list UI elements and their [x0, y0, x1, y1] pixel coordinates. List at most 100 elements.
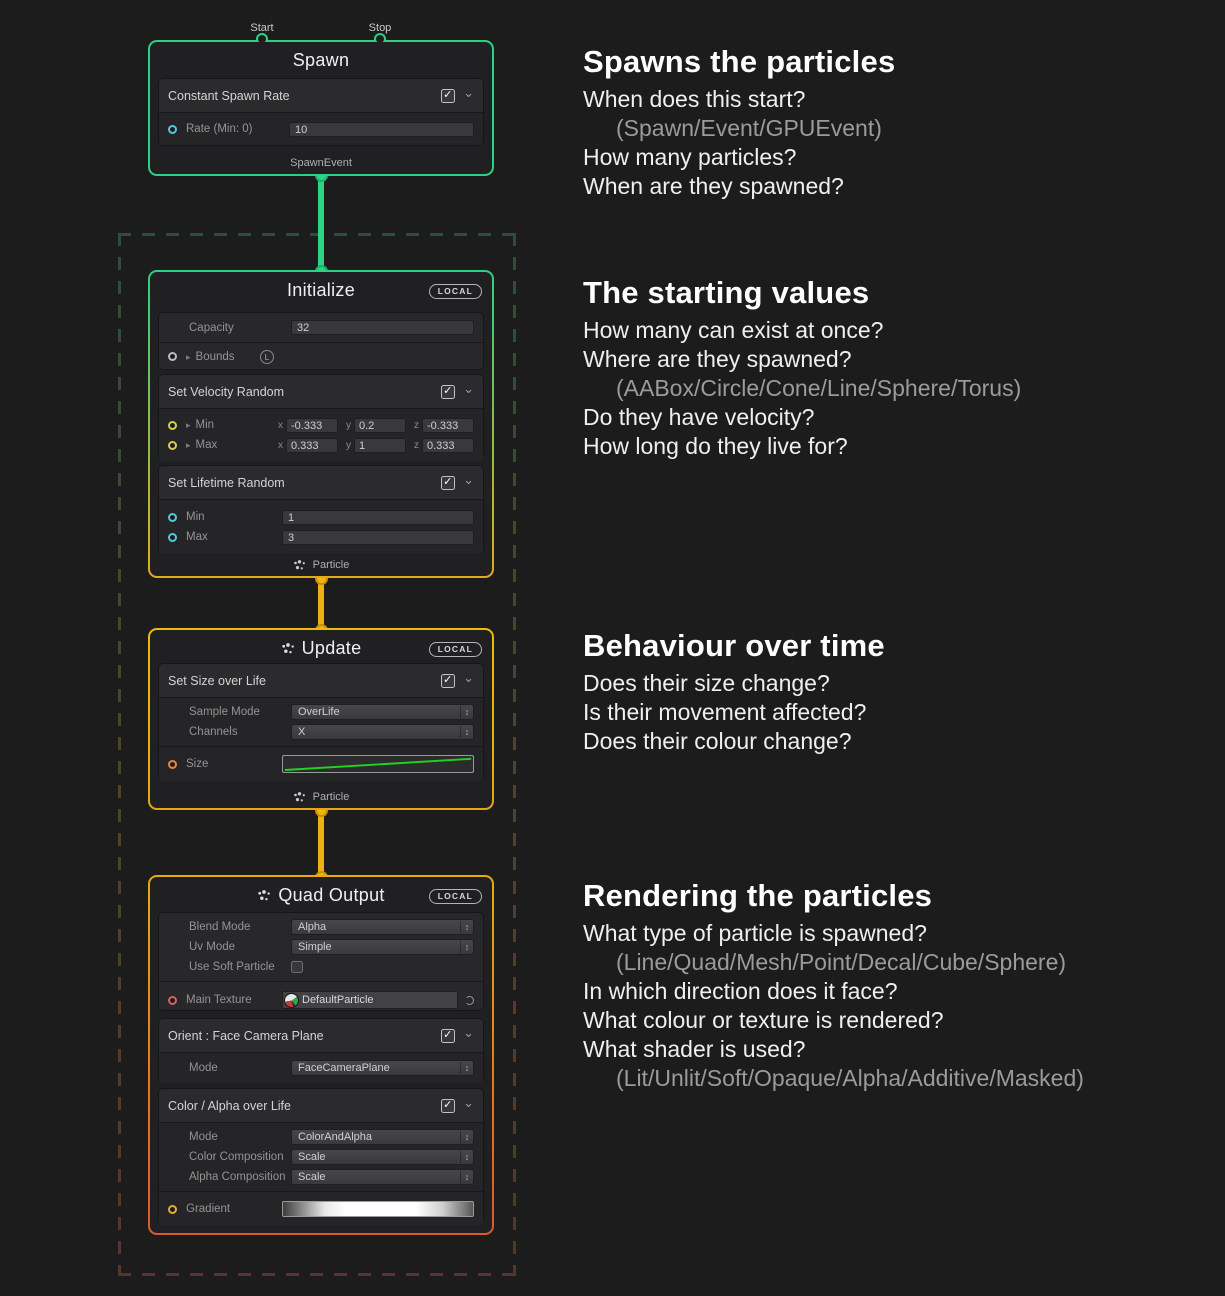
max-input-port[interactable]	[168, 532, 177, 542]
channels-dropdown[interactable]: X	[291, 724, 474, 740]
min-y-field[interactable]: 0.2	[354, 417, 406, 433]
gradient-input-port[interactable]	[168, 1204, 177, 1214]
uv-mode-dropdown[interactable]: Simple	[291, 939, 474, 955]
edge-initialize-to-update[interactable]	[318, 578, 324, 631]
color-alpha-over-life-block[interactable]: Color / Alpha over Life Mode ColorAndAlp…	[158, 1088, 484, 1226]
min-label[interactable]: Min	[186, 419, 242, 431]
blend-mode-dropdown[interactable]: Alpha	[291, 919, 474, 935]
main-texture-input-port[interactable]	[168, 995, 177, 1005]
annotation-line: What colour or texture is rendered?	[583, 1007, 944, 1033]
annotation-title: Spawns the particles	[583, 44, 896, 79]
object-picker-icon[interactable]	[465, 995, 474, 1005]
use-soft-particle-row: Use Soft Particle	[159, 957, 483, 977]
enabled-checkbox[interactable]	[441, 88, 456, 103]
lifetime-min-field[interactable]: 1	[282, 509, 474, 525]
constant-spawn-rate-block[interactable]: Constant Spawn Rate Rate (Min: 0) 10	[158, 78, 484, 146]
min-z-field[interactable]: -0.333	[422, 417, 474, 433]
enabled-checkbox[interactable]	[441, 1098, 456, 1113]
chevron-down-icon[interactable]	[463, 680, 474, 682]
capacity-row: Capacity 32	[159, 313, 483, 342]
min-input-port[interactable]	[168, 512, 177, 522]
block-title: Set Lifetime Random	[168, 475, 285, 490]
velocity-min-row: Min x -0.333 y 0.2 z -0.333	[159, 415, 483, 435]
alpha-composition-row: Alpha Composition Scale	[159, 1167, 483, 1187]
min-x-field[interactable]: -0.333	[286, 417, 338, 433]
annotation-line: How many particles?	[583, 144, 797, 170]
update-context-node[interactable]: Update LOCAL Set Size over Life Sample M…	[148, 628, 494, 810]
max-label[interactable]: Max	[186, 439, 242, 451]
gradient-label: Gradient	[186, 1203, 231, 1215]
color-composition-row: Color Composition Scale	[159, 1147, 483, 1167]
bounds-input-port[interactable]	[168, 352, 177, 361]
size-curve-field[interactable]	[282, 755, 474, 773]
alpha-composition-dropdown[interactable]: Scale	[291, 1169, 474, 1185]
lifetime-max-field[interactable]: 3	[282, 529, 474, 545]
color-composition-label: Color Composition	[189, 1151, 284, 1163]
chevron-down-icon[interactable]	[463, 482, 474, 484]
capacity-value-field[interactable]: 32	[291, 320, 474, 335]
chevron-down-icon[interactable]	[463, 1035, 474, 1037]
rate-row: Rate (Min: 0) 10	[159, 113, 483, 145]
local-badge: LOCAL	[428, 642, 482, 657]
use-soft-particle-checkbox[interactable]	[291, 961, 303, 973]
chevron-down-icon[interactable]	[463, 95, 474, 97]
enabled-checkbox[interactable]	[441, 1028, 456, 1043]
enabled-checkbox[interactable]	[441, 384, 456, 399]
bounds-label[interactable]: Bounds	[186, 351, 260, 363]
dropdown-arrow-icon	[460, 1062, 473, 1074]
gradient-field[interactable]	[282, 1201, 474, 1217]
annotation-line: How long do they live for?	[583, 433, 848, 459]
enabled-checkbox[interactable]	[441, 475, 456, 490]
color-mode-dropdown[interactable]: ColorAndAlpha	[291, 1129, 474, 1145]
annotation-rendering: Rendering the particles What type of par…	[583, 878, 1183, 1093]
initialize-context-node[interactable]: Initialize LOCAL Capacity 32 Bounds L Se…	[148, 270, 494, 578]
orient-block[interactable]: Orient : Face Camera Plane Mode FaceCame…	[158, 1018, 484, 1083]
annotation-line: When are they spawned?	[583, 173, 844, 199]
size-input-port[interactable]	[168, 759, 177, 769]
orient-mode-dropdown[interactable]: FaceCameraPlane	[291, 1060, 474, 1076]
max-y-field[interactable]: 1	[354, 437, 406, 453]
annotation-line: Does their size change?	[583, 670, 830, 696]
lifetime-max-row: Max 3	[159, 527, 483, 547]
max-z-field[interactable]: 0.333	[422, 437, 474, 453]
set-velocity-random-block[interactable]: Set Velocity Random Min x -0.333 y 0.2 z	[158, 374, 484, 461]
node-title: Quad Output	[278, 885, 385, 905]
quad-output-context-node[interactable]: Quad Output LOCAL Blend Mode Alpha Uv Mo…	[148, 875, 494, 1235]
annotation-line: In which direction does it face?	[583, 978, 898, 1004]
annotation-line: Does their colour change?	[583, 728, 852, 754]
enabled-checkbox[interactable]	[441, 673, 456, 688]
local-space-toggle[interactable]: L	[260, 349, 274, 364]
color-composition-dropdown[interactable]: Scale	[291, 1149, 474, 1165]
block-title: Orient : Face Camera Plane	[168, 1028, 324, 1043]
spawn-context-node[interactable]: Start Stop Spawn Constant Spawn Rate Rat…	[148, 22, 494, 176]
start-port-label: Start	[250, 22, 274, 34]
size-label: Size	[186, 758, 209, 770]
set-lifetime-random-block[interactable]: Set Lifetime Random Min 1 Max 3	[158, 465, 484, 554]
rate-input-port[interactable]	[168, 124, 177, 134]
main-texture-object-field[interactable]: DefaultParticle	[282, 991, 458, 1009]
context-properties-block: Capacity 32 Bounds L	[158, 312, 484, 370]
chevron-down-icon[interactable]	[463, 391, 474, 393]
edge-spawn-to-initialize[interactable]	[318, 175, 324, 272]
annotation-title: The starting values	[583, 275, 870, 310]
uv-mode-label: Uv Mode	[189, 941, 236, 953]
system-border-right	[513, 233, 516, 1276]
edge-update-to-output[interactable]	[318, 810, 324, 878]
set-size-over-life-block[interactable]: Set Size over Life Sample Mode OverLife …	[158, 663, 484, 781]
z-axis-label: z	[414, 439, 419, 451]
max-input-port[interactable]	[168, 440, 177, 450]
dropdown-arrow-icon	[460, 1131, 473, 1143]
min-input-port[interactable]	[168, 420, 177, 430]
sample-mode-dropdown[interactable]: OverLife	[291, 704, 474, 720]
particle-icon	[293, 791, 305, 801]
channels-label: Channels	[189, 726, 238, 738]
mode-label: Mode	[189, 1131, 218, 1143]
main-texture-label: Main Texture	[186, 994, 252, 1006]
rate-value-field[interactable]: 10	[289, 121, 474, 137]
annotation-spawn: Spawns the particles When does this star…	[583, 44, 1183, 201]
block-title: Color / Alpha over Life	[168, 1098, 291, 1113]
texture-name: DefaultParticle	[302, 994, 374, 1006]
chevron-down-icon[interactable]	[463, 1105, 474, 1107]
max-x-field[interactable]: 0.333	[286, 437, 338, 453]
